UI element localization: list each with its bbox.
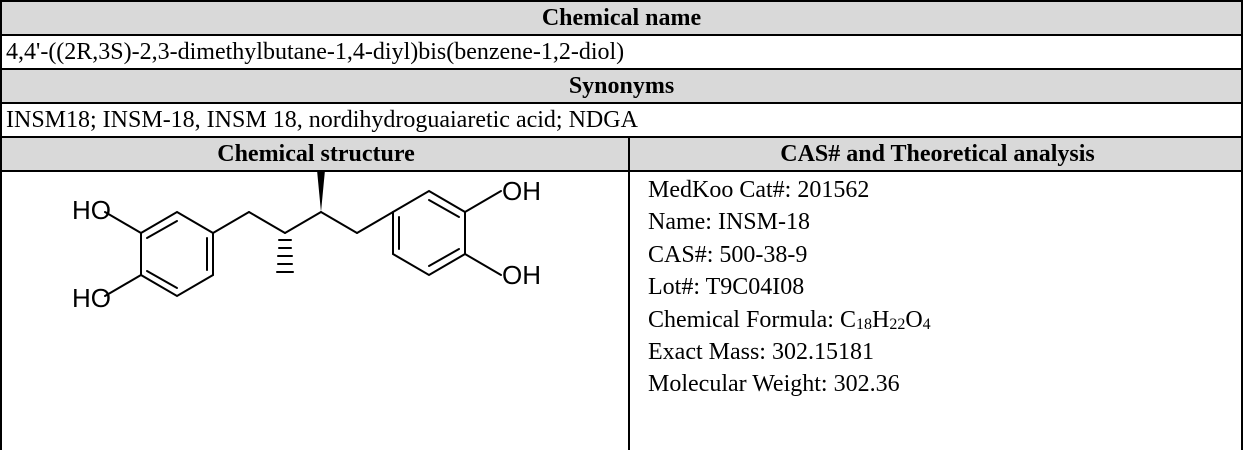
oh-top-right-label: OH	[502, 176, 541, 206]
structure-analysis-header-row: Chemical structure CAS# and Theoretical …	[0, 138, 1243, 170]
rule	[0, 34, 1243, 36]
chemical-name-value: 4,4'-((2R,3S)-2,3-dimethylbutane-1,4-diy…	[6, 39, 625, 65]
analysis-header: CAS# and Theoretical analysis	[780, 141, 1095, 167]
lot-number: Lot#: T9C04I08	[648, 274, 805, 301]
chemical-structure-diagram: HO HO OH OH	[72, 172, 541, 313]
rule	[0, 136, 1243, 138]
chemical-name-header-label: Chemical name	[541, 5, 702, 31]
ho-bottom-left-label: HO	[72, 283, 111, 313]
ho-top-left-label: HO	[72, 195, 111, 225]
rule	[0, 102, 1243, 104]
rule	[0, 68, 1243, 70]
molecular-weight: Molecular Weight: 302.36	[648, 371, 900, 398]
synonyms-value: INSM18; INSM-18, INSM 18, nordihydroguai…	[6, 107, 638, 133]
cas-number: CAS#: 500-38-9	[648, 241, 808, 268]
exact-mass: Exact Mass: 302.15181	[648, 339, 874, 366]
cat-number: MedKoo Cat#: 201562	[648, 177, 870, 203]
product-name: Name: INSM-18	[648, 209, 810, 236]
structure-analysis-body-row	[0, 172, 1243, 450]
synonyms-row: INSM18; INSM-18, INSM 18, nordihydroguai…	[0, 104, 1243, 136]
rule	[0, 0, 1243, 2]
chemical-formula: Chemical Formula: C18H22O4	[648, 306, 931, 333]
chemical-name-header: Chemical name	[0, 2, 1243, 34]
chemical-structure-header: Chemical structure	[217, 141, 415, 167]
synonyms-header-label: Synonyms	[568, 73, 675, 99]
rule	[0, 170, 1243, 172]
oh-bottom-right-label: OH	[502, 260, 541, 290]
chemical-name-row: 4,4'-((2R,3S)-2,3-dimethylbutane-1,4-diy…	[0, 36, 1243, 68]
synonyms-header: Synonyms	[0, 70, 1243, 102]
analysis-block: MedKoo Cat#: 201562 Name: INSM-18 CAS#: …	[648, 174, 1238, 401]
column-divider	[628, 138, 630, 450]
